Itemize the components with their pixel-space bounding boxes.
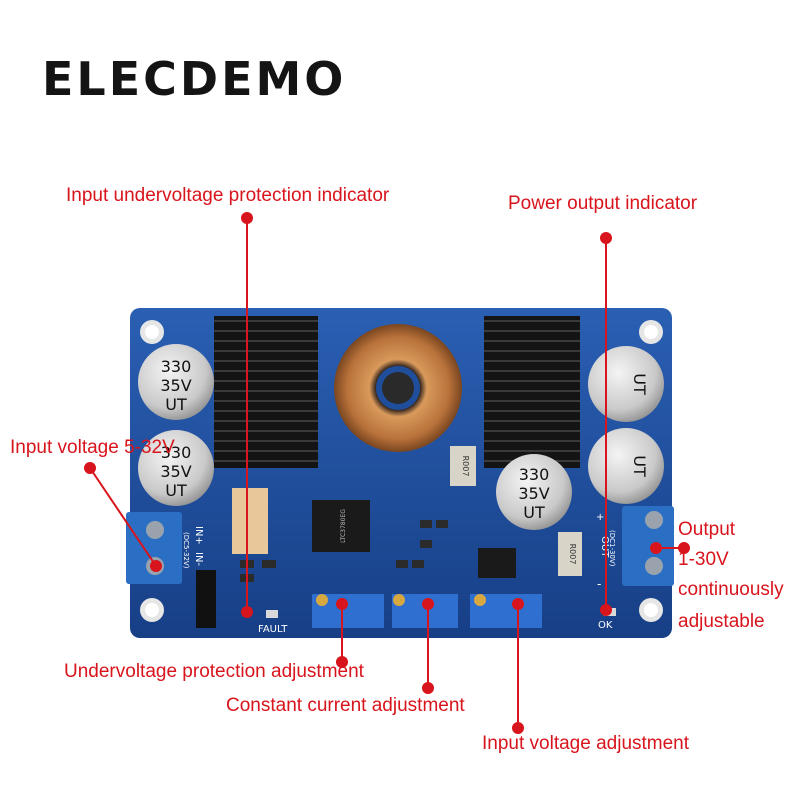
label-cc-adjust: Constant current adjustment [226,695,465,716]
silk-output-range: (DC1-30V) [608,530,616,567]
svg-text:UT: UT [630,455,649,477]
silk-in-plus: IN+ [193,526,204,545]
capacitor-output-middle: 330 35V UT [496,454,572,530]
controller-ic: LTC3780EG [312,500,370,552]
capacitor-output-bottom: UT [588,428,664,504]
silk-out-label: OUT [599,536,610,558]
svg-text:35V: 35V [518,484,549,503]
input-terminal-block [126,512,182,584]
silk-input-range: (DC5-32V) [182,532,190,569]
svg-text:UT: UT [165,395,187,414]
label-input-uv-indicator: Input undervoltage protection indicator [66,185,390,206]
resistor-r007-top: R007 [450,446,476,486]
svg-text:UT: UT [630,373,649,395]
silk-out-minus: - [597,577,601,591]
toroid-inductor [334,324,462,452]
silk-fault: FAULT [258,624,288,635]
svg-text:LTC3780EG: LTC3780EG [340,509,347,543]
label-output-line1: Output [678,519,736,540]
svg-text:35V: 35V [160,376,191,395]
resistor-r007-bottom: R007 [558,532,582,576]
label-output-line2: 1-30V [678,549,729,570]
smd-ic-small [478,548,516,578]
silk-ok: OK [598,620,613,631]
mounting-holes [140,320,663,622]
label-output-line3: continuously [678,579,784,600]
capacitor-input-top: 330 35V UT [138,344,214,420]
ok-led [604,608,616,616]
fault-led [266,610,278,618]
heatsink-left [214,316,318,468]
label-uv-adjust: Undervoltage protection adjustment [64,661,364,682]
svg-text:R007: R007 [461,456,470,477]
svg-text:UT: UT [523,503,545,522]
silk-out-plus: + [596,512,604,523]
svg-text:330: 330 [161,357,192,376]
label-output-line4: adjustable [678,611,765,632]
capacitor-output-top: UT [588,346,664,422]
trimpot-constant-current [392,594,458,628]
svg-text:UT: UT [165,481,187,500]
label-power-output-indicator: Power output indicator [508,193,698,214]
svg-text:R007: R007 [568,544,577,565]
label-input-voltage-adjust: Input voltage adjustment [482,733,690,754]
output-terminal-block [622,506,674,586]
capacitor-input-bottom: 330 35V UT [138,430,214,506]
heatsink-right [484,316,580,468]
silk-in-minus: IN- [193,552,204,566]
pin-header [196,570,216,628]
trimpot-input-voltage [470,594,542,628]
brand-logo-text: ELECDEMO [42,52,347,106]
jumper-block [232,488,268,554]
svg-text:330: 330 [161,443,192,462]
trimpot-undervoltage [312,594,384,628]
label-input-voltage: Input voltage 5-32V [10,437,175,458]
svg-text:330: 330 [519,465,550,484]
svg-text:35V: 35V [160,462,191,481]
